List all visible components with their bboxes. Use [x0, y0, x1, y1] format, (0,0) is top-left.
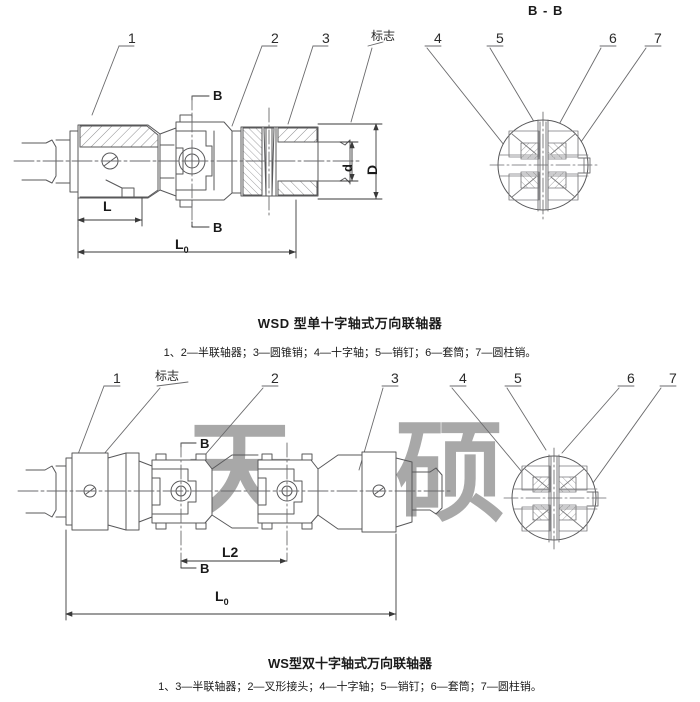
bottom-left-shaft: [25, 465, 67, 518]
callout-top-5: 5: [496, 30, 504, 46]
dim-label-top-L: L: [103, 198, 112, 214]
callout-top-3: 3: [322, 30, 330, 46]
section-mark-top-b-upper: B: [213, 88, 223, 103]
bottom-figure-title: WS型双十字轴式万向联轴器: [268, 656, 432, 671]
section-title-bb: B - B: [528, 3, 564, 18]
top-dim-L0: [77, 199, 297, 259]
top-leader-lines: [91, 41, 662, 156]
bottom-yoke-2: [257, 453, 319, 530]
callout-top-4: 4: [434, 30, 442, 46]
bottom-dim-L0: [65, 529, 397, 621]
top-dim-dD: [317, 123, 383, 200]
callout-top-2: 2: [271, 30, 279, 46]
callout-bottom-5: 5: [514, 370, 522, 386]
dim-label-bottom-L2: L2: [222, 544, 239, 560]
top-section-bb-view: [489, 111, 599, 220]
dim-label-top-L0: L0: [175, 236, 189, 255]
top-right-hub: [231, 126, 351, 197]
top-figure-legend: 1、2—半联轴器；3—圆锥销；4—十字轴；5—销钉；6—套筒；7—圆柱销。: [163, 347, 537, 359]
dim-label-bottom-L0: L0: [215, 588, 229, 607]
callout-bottom-4: 4: [459, 370, 467, 386]
section-mark-bottom-b-lower: B: [200, 561, 210, 576]
section-mark-top-b-lower: B: [213, 220, 223, 235]
section-mark-bottom-b-upper: B: [200, 436, 210, 451]
callout-bottom-1: 1: [113, 370, 121, 386]
bottom-section-bb-view: [503, 447, 607, 550]
bottom-yoke-1: [151, 453, 213, 530]
callout-top-6: 6: [609, 30, 617, 46]
top-left-hub: [69, 124, 161, 199]
callout-top-mark: 标志: [371, 29, 396, 43]
top-left-shaft: [21, 139, 71, 184]
top-left-fork-arms: [159, 127, 177, 197]
callout-top-7: 7: [654, 30, 662, 46]
callout-bottom-2: 2: [271, 370, 279, 386]
dim-label-top-d: d: [340, 164, 355, 172]
callout-bottom-7: 7: [669, 370, 677, 386]
bottom-figure-legend: 1、3—半联轴器；2—叉形接头；4—十字轴；5—销钉；6—套筒；7—圆柱销。: [158, 681, 542, 693]
dim-label-top-D: D: [364, 164, 380, 175]
callout-bottom-mark: 标志: [155, 369, 180, 383]
bottom-center-link: [211, 454, 259, 529]
top-figure-title: WSD 型单十字轴式万向联轴器: [257, 316, 443, 331]
callout-bottom-6: 6: [627, 370, 635, 386]
bottom-right-hub: [317, 451, 443, 533]
top-dim-L: [77, 197, 143, 227]
callout-bottom-3: 3: [391, 370, 399, 386]
callout-top-1: 1: [128, 30, 136, 46]
bottom-left-hub: [65, 452, 153, 531]
